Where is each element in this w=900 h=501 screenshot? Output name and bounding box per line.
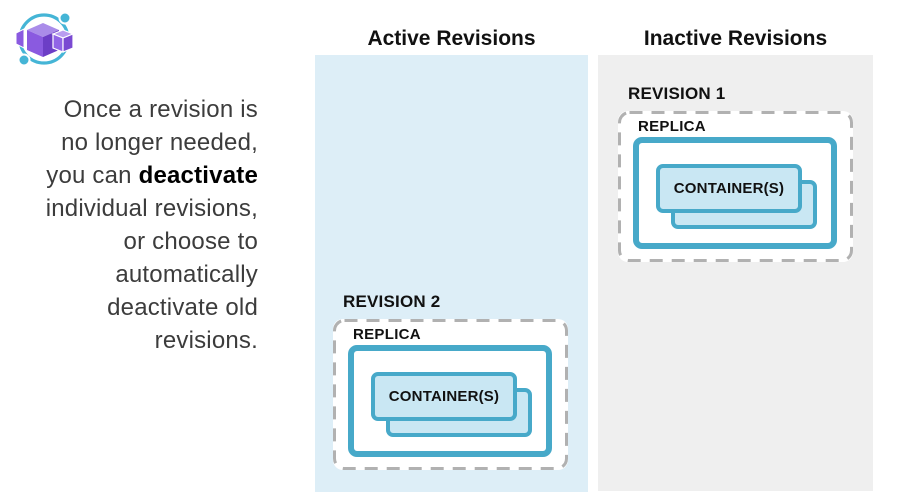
intro-line: individual revisions, <box>45 195 258 222</box>
intro-line: revisions. <box>154 327 258 354</box>
dashed-border <box>333 319 568 470</box>
intro-text: Once a revision is no longer needed, you… <box>10 93 258 357</box>
replica-box: CONTAINER(S) <box>348 345 552 457</box>
revision-1-boundary: REPLICA CONTAINER(S) <box>618 111 853 262</box>
azure-container-apps-icon <box>15 11 75 67</box>
inactive-revisions-header: Inactive Revisions <box>643 27 828 50</box>
container-box-front: CONTAINER(S) <box>371 372 517 421</box>
revision-2-boundary: REPLICA CONTAINER(S) <box>333 319 568 470</box>
container-label: CONTAINER(S) <box>673 180 785 197</box>
revision-1-group: REVISION 1 REPLICA CONTAINER(S) <box>618 84 853 264</box>
intro-line: or choose to <box>123 228 258 255</box>
replica-label: REPLICA <box>353 326 421 343</box>
dashed-border <box>618 111 853 262</box>
replica-box: CONTAINER(S) <box>633 137 837 249</box>
container-box-front: CONTAINER(S) <box>656 164 802 213</box>
intro-line: Once a revision is <box>63 96 258 123</box>
intro-line: automatically <box>115 261 258 288</box>
intro-line: you can deactivate <box>46 162 258 189</box>
intro-line: no longer needed, <box>61 129 258 156</box>
replica-label: REPLICA <box>638 118 706 135</box>
intro-line: deactivate old <box>107 294 258 321</box>
revision-2-label: REVISION 2 <box>343 292 441 311</box>
active-revisions-header: Active Revisions <box>367 27 536 50</box>
revision-1-label: REVISION 1 <box>628 84 726 103</box>
revision-2-group: REVISION 2 REPLICA CONTAINER(S) <box>333 292 568 472</box>
container-label: CONTAINER(S) <box>388 388 500 405</box>
